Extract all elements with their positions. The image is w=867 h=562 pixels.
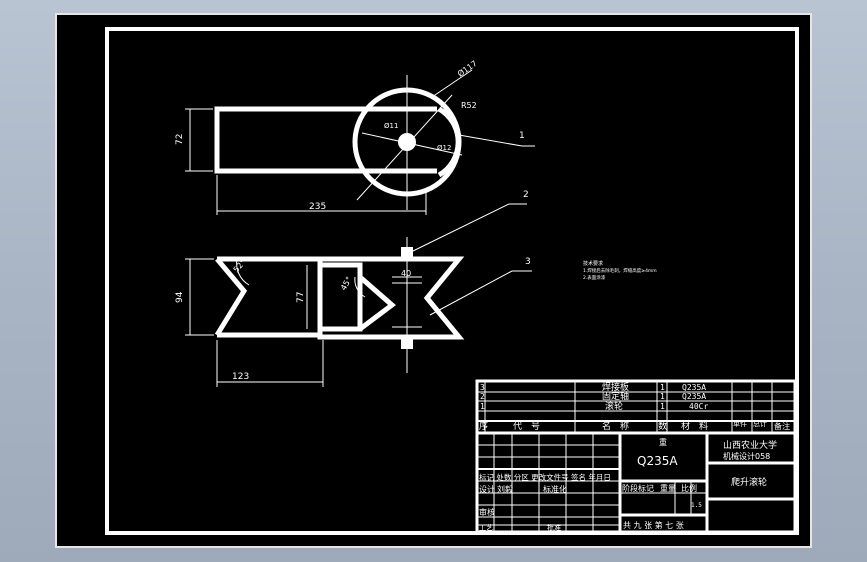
dim-d12: Ø12 <box>437 144 451 152</box>
revision-row: 标记 处数 分区 更改文件号 签名 年月日 <box>479 472 611 482</box>
scale-value: 1.5 <box>691 502 702 509</box>
dim-77: 77 <box>296 292 306 303</box>
standard-label: 标准化 <box>543 484 567 494</box>
dim-94: 94 <box>175 291 185 303</box>
bom-row-1-name: 滚轮 <box>605 400 623 412</box>
notes-line-1: 1.焊接后去除毛刺，焊缝高度≥4mm <box>583 267 657 274</box>
angle-arc-mid <box>354 276 366 298</box>
arm-outline <box>214 106 437 174</box>
inner-v <box>358 275 396 331</box>
bom-header-material: 材 料 <box>681 420 708 432</box>
dim-angle-45: 45° <box>339 275 354 292</box>
bom-header-note: 备注 <box>774 421 790 431</box>
balloon-2: 2 <box>523 190 529 200</box>
balloon-1: 1 <box>519 131 525 141</box>
bom-header-no: 序 <box>479 420 488 432</box>
cad-viewport[interactable]: 72 235 Ø117 R52 Ø11 Ø12 94 77 40 52° 45°… <box>55 13 812 548</box>
notes-line-2: 2.表面涂漆 <box>583 274 606 281</box>
v-block-right <box>317 256 465 340</box>
roller-inner-arc <box>437 106 461 178</box>
title-block <box>475 379 797 534</box>
front-view <box>185 203 532 387</box>
bom-row-1-no: 1 <box>480 402 485 411</box>
material-value: Q235A <box>637 454 678 468</box>
leader-r52 <box>356 94 453 201</box>
leader-d117 <box>431 69 473 98</box>
bom-header-name: 名 称 <box>602 420 629 432</box>
v-block-left <box>214 256 320 338</box>
top-view <box>185 69 535 215</box>
design-name: 刘毅 <box>497 484 513 494</box>
drawing-canvas: 72 235 Ø117 R52 Ø11 Ø12 94 77 40 52° 45°… <box>105 27 799 535</box>
design-label: 设计 <box>479 484 495 494</box>
dim-235: 235 <box>309 202 326 212</box>
dim-d11: Ø11 <box>384 122 398 130</box>
bom-row-2-material: Q235A <box>682 392 706 401</box>
material-label: 重 <box>659 437 667 447</box>
angle-arc-left <box>236 258 250 286</box>
sheet-text: 共 九 张 第 七 张 <box>623 520 684 530</box>
process-label: 工艺 <box>479 524 493 532</box>
bom-row-3-no: 3 <box>480 383 485 392</box>
scale-label: 比例 <box>681 483 697 493</box>
weight-label: 重量 <box>660 483 676 493</box>
drawing-border <box>105 27 799 535</box>
bom-header-code: 代 号 <box>513 421 540 432</box>
bom-header-unit: 单件 <box>733 419 747 428</box>
bom-row-1-material: 40Cr <box>689 402 708 411</box>
bom-row-2-qty: 1 <box>660 392 665 401</box>
dim-72: 72 <box>175 134 185 145</box>
inner-frame <box>317 262 363 332</box>
leader-hole <box>361 132 463 156</box>
dim-d117: Ø117 <box>455 58 478 79</box>
bom-header-qty: 数 <box>658 420 667 432</box>
part-name: 爬升滚轮 <box>731 476 767 488</box>
university-line-2: 机械设计058 <box>723 451 770 461</box>
stage-label: 阶段标记 <box>622 483 654 493</box>
bom-row-3-name: 焊接板 <box>602 381 629 393</box>
approve-label: 批准 <box>547 523 561 532</box>
dim-40: 40 <box>401 269 411 278</box>
bom-row-3-material: Q235A <box>682 383 706 392</box>
dim-r52: R52 <box>461 101 477 110</box>
dim-123: 123 <box>232 372 249 382</box>
notes-title: 技术要求 <box>583 260 603 267</box>
balloon-3: 3 <box>525 257 531 267</box>
bom-row-2-no: 2 <box>480 392 485 401</box>
university-line-1: 山西农业大学 <box>723 439 777 451</box>
bom-row-2-name: 固定轴 <box>602 390 629 402</box>
bom-row-1-qty: 1 <box>660 402 665 411</box>
bom-row-3-qty: 1 <box>660 383 665 392</box>
review-label: 审核 <box>479 507 495 517</box>
bom-header-total: 总计 <box>753 419 767 428</box>
